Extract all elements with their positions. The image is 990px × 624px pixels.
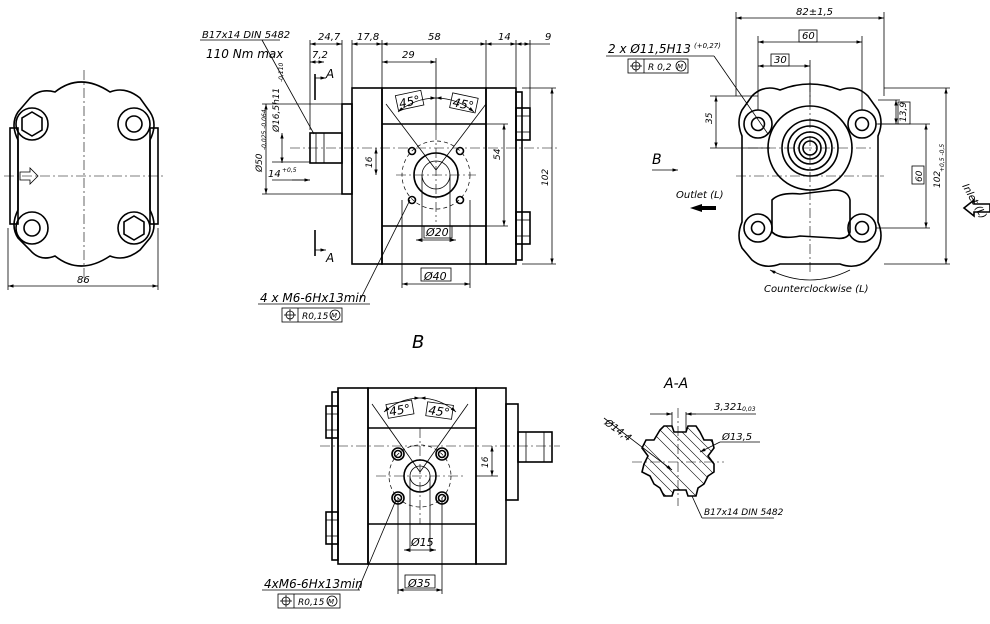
dim-7-2: 7,2 — [312, 50, 328, 61]
label-torque: 110 Nm max — [206, 47, 284, 61]
label-mount-holes: 2 x Ø11,5H13 — [608, 42, 691, 56]
dim-13-9: 13,9 — [899, 102, 909, 122]
label-outlet: Outlet (L) — [676, 190, 724, 201]
dim-82: 82±1,5 — [796, 7, 833, 18]
section-mark-top: A — [325, 67, 334, 81]
left-end-view: 86 — [4, 70, 164, 290]
bottom-view: 45° 45° 16 Ø15 Ø35 4xM6-6Hx13min R0,15 M — [262, 387, 560, 609]
dim-d50: Ø50 — [254, 153, 265, 173]
dim-58: 58 — [428, 32, 441, 43]
label-mount-holes-pos: R 0,2 — [648, 63, 672, 73]
dim-14-shaft: 14 — [268, 169, 281, 180]
dim-14-shaft-tol: +0,5 — [282, 167, 297, 174]
label-shaft-spec: B17x14 DIN 5482 — [202, 30, 290, 41]
modifier-m-bottom: M — [328, 598, 334, 606]
dim-86: 86 — [77, 275, 90, 286]
dim-d16-5-tol: -0,110 — [278, 62, 285, 82]
dim-60-side: 60 — [915, 170, 925, 182]
angle-45-left-b: 45° — [388, 401, 411, 418]
dim-102: 102 — [541, 169, 551, 186]
dim-29: 29 — [402, 50, 415, 61]
label-mount-holes-tol: (+0,27) — [694, 42, 721, 50]
label-threads-bottom-pos: R0,15 — [298, 598, 325, 608]
section-aa: A-A 3,321 -0,03 Ø14,4 — [601, 376, 784, 519]
dim-9: 9 — [545, 32, 551, 43]
dim-3-321: 3,321 — [714, 402, 743, 413]
dim-d15: Ø15 — [410, 536, 434, 549]
section-title: A-A — [663, 376, 688, 392]
dim-d20: Ø20 — [425, 226, 449, 239]
label-threads-side: 4 x M6-6Hx13min — [260, 291, 366, 305]
view-b-title: B — [412, 332, 424, 353]
dim-35: 35 — [705, 112, 715, 124]
dim-17-8: 17,8 — [357, 32, 379, 43]
label-threads-side-pos: R0,15 — [302, 312, 329, 322]
dim-d50-tol: -0,025 -0,064 — [261, 109, 268, 150]
modifier-m-side: M — [331, 312, 337, 320]
modifier-m-mount: M — [677, 63, 683, 71]
dim-16-b: 16 — [481, 456, 491, 468]
side-view: 45° 45° A A 24,7 17,8 58 14 9 7,2 29 — [200, 30, 560, 323]
front-view: B Outlet (L) Inlet (L) Counterclockwise … — [606, 7, 990, 295]
dim-24-7: 24,7 — [318, 32, 341, 43]
dim-d40: Ø40 — [423, 270, 447, 283]
dim-3-321-tol: -0,03 — [740, 406, 756, 413]
angle-45-right-b: 45° — [428, 403, 451, 420]
dim-54: 54 — [493, 148, 503, 160]
dim-102-tol: 102 — [933, 171, 943, 188]
dim-102-tol-val: +0,5 -0,5 — [939, 144, 946, 172]
dim-d14-4: Ø14,4 — [601, 416, 633, 444]
dim-30: 30 — [774, 55, 787, 66]
label-threads-bottom: 4xM6-6Hx13min — [264, 577, 363, 591]
dim-d13-5: Ø13,5 — [721, 431, 752, 443]
section-mark-bottom: A — [325, 251, 334, 265]
dim-d16-5: Ø16,5h11 — [271, 88, 282, 133]
label-rotation: Counterclockwise (L) — [764, 284, 869, 295]
dim-14: 14 — [498, 32, 511, 43]
view-direction-b: B — [652, 152, 662, 168]
label-section-shaft-spec: B17x14 DIN 5482 — [704, 508, 784, 518]
dim-60-top: 60 — [802, 31, 815, 42]
dim-d35: Ø35 — [407, 577, 431, 590]
dim-16: 16 — [365, 156, 375, 168]
